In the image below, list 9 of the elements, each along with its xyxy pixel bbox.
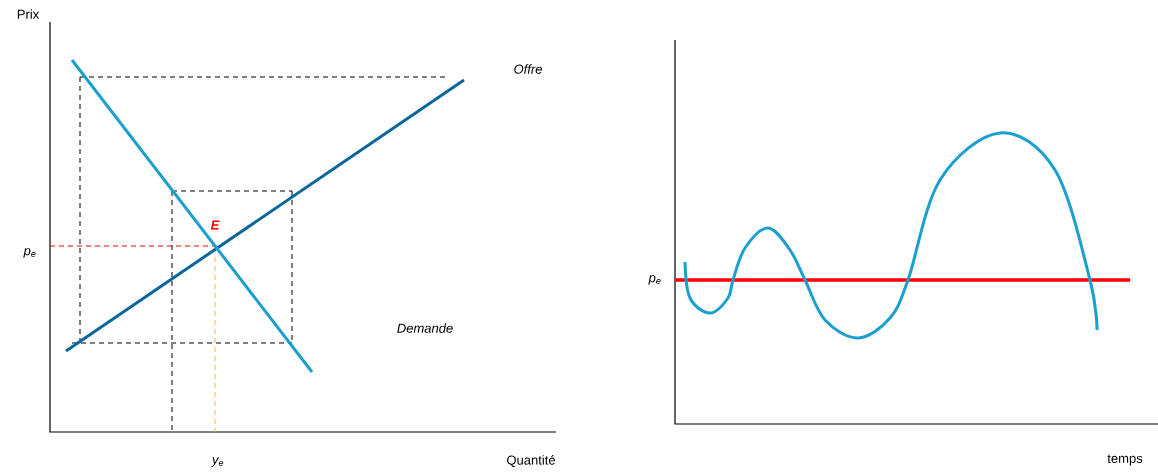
axis-label: Prix xyxy=(17,9,40,19)
axis-label: p$_{e}$ xyxy=(23,248,36,258)
axis-label: E xyxy=(210,220,220,230)
axis-label: temps xyxy=(1107,454,1143,466)
axis-label: Offre xyxy=(514,64,542,74)
axis-label: p$_{e}$ xyxy=(648,275,661,285)
axis-label: Quantité xyxy=(507,455,555,468)
axis-label: Demande xyxy=(397,323,453,333)
axis-label: y$_{e}$ xyxy=(211,457,224,467)
